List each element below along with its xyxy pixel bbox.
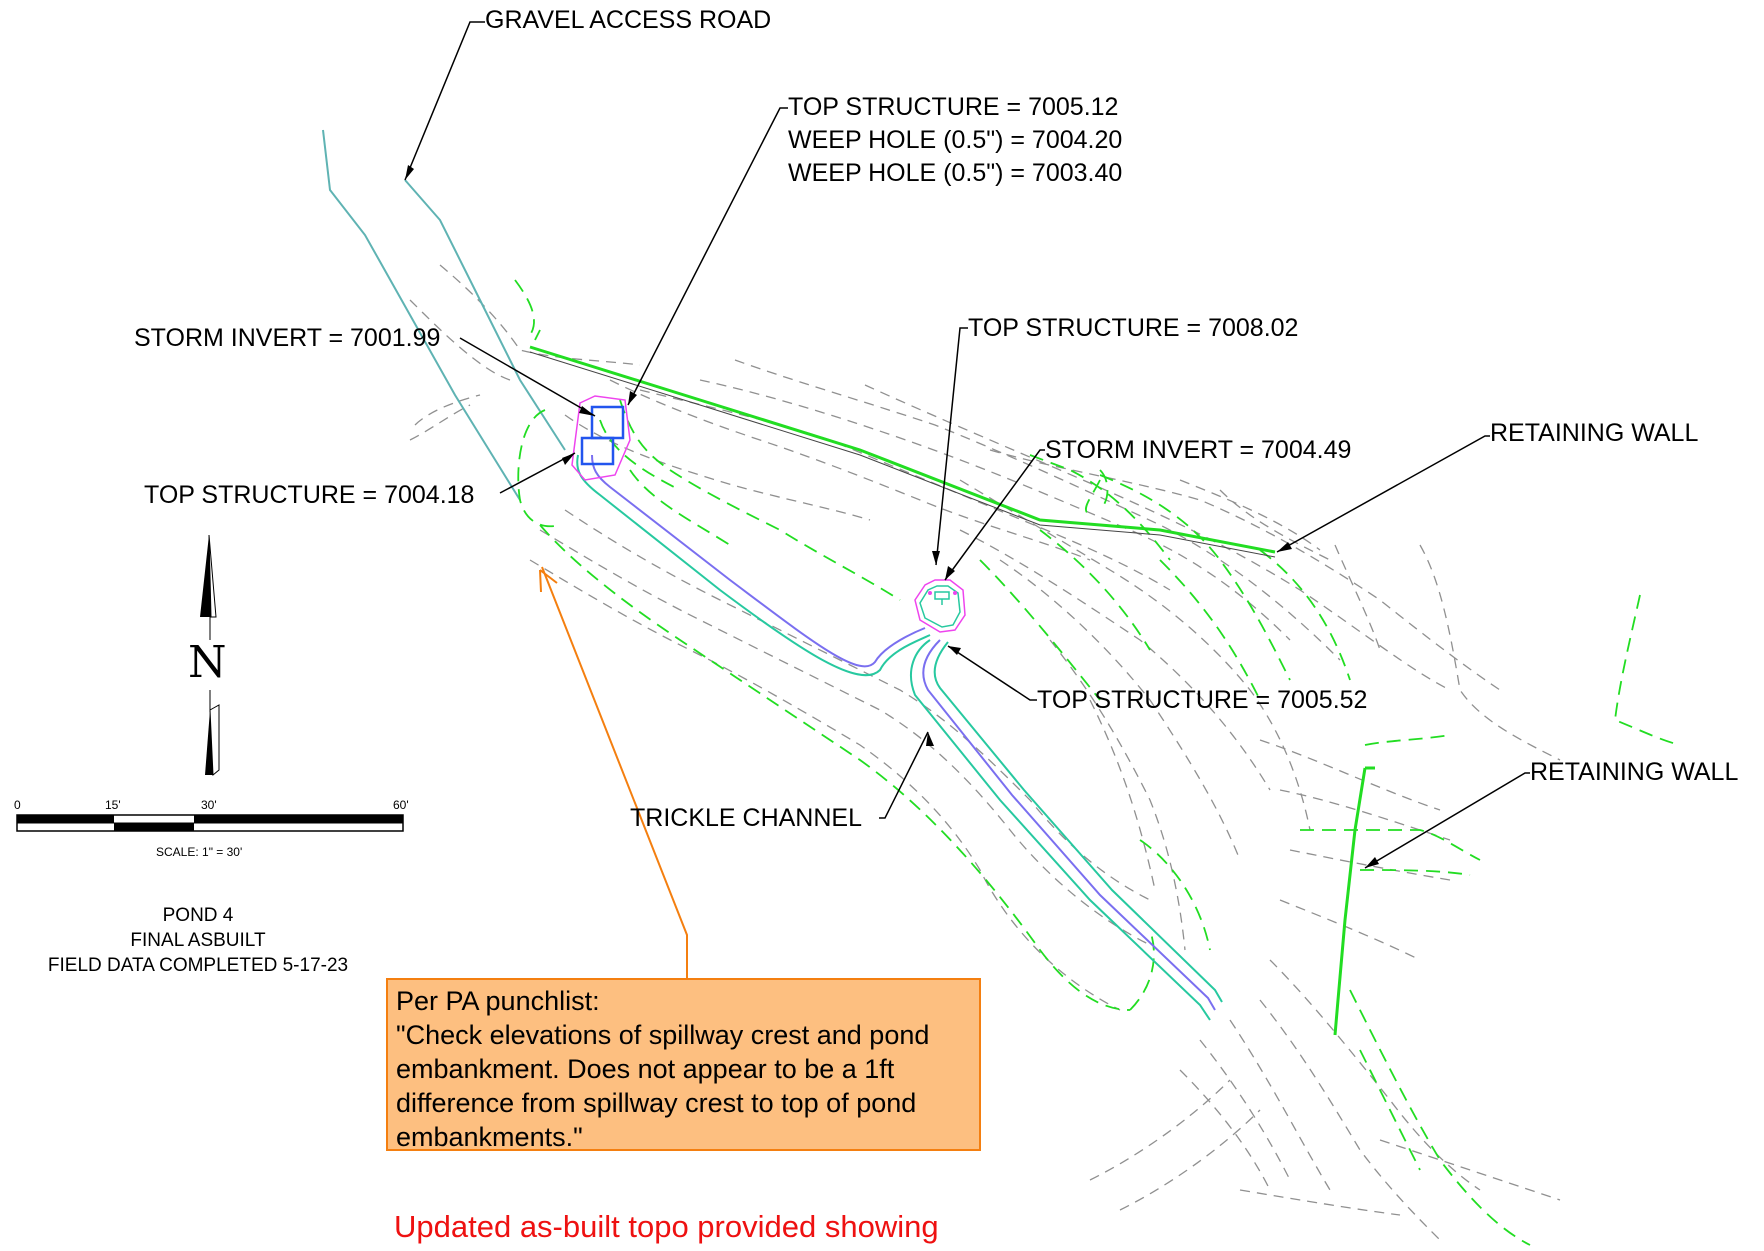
gravel-access-road-label: GRAVEL ACCESS ROAD bbox=[485, 6, 772, 34]
proposed-contours bbox=[514, 279, 1681, 1246]
weep-hole-2-label: WEEP HOLE (0.5") = 7003.40 bbox=[788, 159, 1123, 187]
title-line-asbuilt: FINAL ASBUILT bbox=[130, 930, 266, 951]
top-structure-center-label: TOP STRUCTURE = 7008.02 bbox=[968, 314, 1299, 342]
punchlist-line-2: "Check elevations of spillway crest and … bbox=[396, 1020, 930, 1050]
storm-invert-center-label: STORM INVERT = 7004.49 bbox=[1045, 436, 1352, 464]
north-letter: N bbox=[188, 637, 227, 688]
punchlist-leader bbox=[539, 566, 688, 978]
scale-tick-15: 15' bbox=[105, 798, 121, 812]
punchlist-line-3: embankment. Does not appear to be a 1ft bbox=[396, 1054, 895, 1084]
scale-tick-0: 0 bbox=[14, 798, 21, 812]
leader-arrowheads bbox=[405, 165, 1379, 868]
title-line-pond: POND 4 bbox=[162, 905, 234, 926]
scale-tick-30: 30' bbox=[201, 798, 217, 812]
storm-invert-w-label: STORM INVERT = 7001.99 bbox=[134, 324, 441, 352]
outlet-structure-nw bbox=[571, 395, 631, 481]
scale-tick-60: 60' bbox=[393, 798, 409, 812]
title-block: POND 4 FINAL ASBUILT FIELD DATA COMPLETE… bbox=[18, 903, 378, 978]
gravel-access-road-lines bbox=[322, 129, 566, 501]
existing-contours bbox=[409, 264, 1561, 1241]
retaining-wall-hatch bbox=[529, 351, 1276, 558]
top-structure-w-label: TOP STRUCTURE = 7004.18 bbox=[144, 481, 475, 509]
retaining-wall-upper-label: RETAINING WALL bbox=[1490, 419, 1699, 447]
response-note: Updated as-built topo provided showing bbox=[394, 1209, 939, 1244]
leader-lines bbox=[404, 21, 1530, 869]
retaining-wall-lower-label: RETAINING WALL bbox=[1530, 758, 1739, 786]
scale-bar bbox=[16, 814, 404, 832]
punchlist-line-4: difference from spillway crest to top of… bbox=[396, 1088, 917, 1118]
trickle-channel-label: TRICKLE CHANNEL bbox=[630, 804, 862, 832]
outlet-structure-center bbox=[914, 579, 966, 633]
punchlist-line-1: Per PA punchlist: bbox=[396, 986, 600, 1016]
top-structure-nw-label: TOP STRUCTURE = 7005.12 bbox=[788, 93, 1119, 121]
top-structure-se-label: TOP STRUCTURE = 7005.52 bbox=[1037, 686, 1368, 714]
north-arrow bbox=[200, 534, 220, 777]
title-line-field-data: FIELD DATA COMPLETED 5-17-23 bbox=[47, 955, 349, 976]
punchlist-callout: Per PA punchlist: "Check elevations of s… bbox=[386, 978, 981, 1152]
retaining-walls bbox=[529, 345, 1375, 1036]
weep-hole-1-label: WEEP HOLE (0.5") = 7004.20 bbox=[788, 126, 1123, 154]
punchlist-line-5: embankments." bbox=[396, 1122, 583, 1152]
trickle-channel-lines bbox=[576, 454, 1223, 1021]
scale-text: SCALE: 1" = 30' bbox=[156, 845, 243, 859]
